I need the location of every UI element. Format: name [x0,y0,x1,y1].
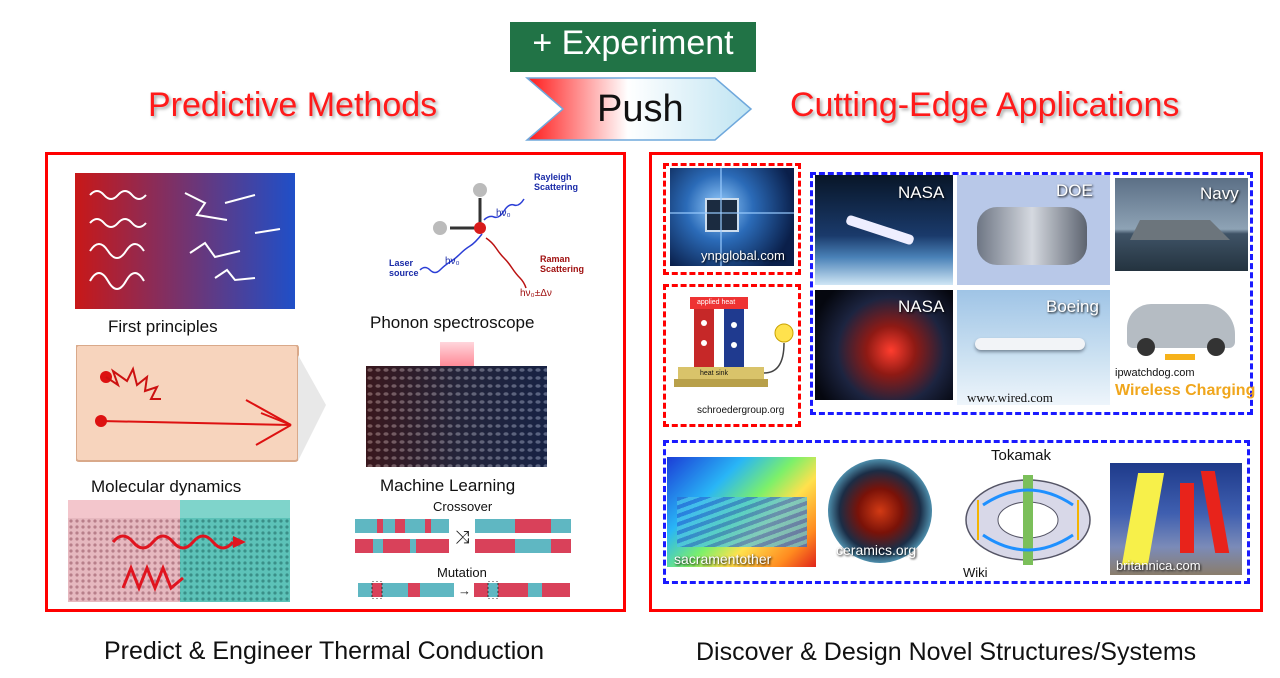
raman-label: Raman Scattering [540,254,585,274]
britannica-label: britannica.com [1116,558,1201,573]
ceramics-image [826,455,946,567]
first-principles-image [75,173,295,309]
laser-source-label: Laser source [389,258,419,278]
svg-text:⤨: ⤨ [455,527,469,548]
ipwatchdog-label: ipwatchdog.com [1115,367,1195,379]
phonon-spectroscope-caption: Phonon spectroscope [370,313,535,332]
schroedergroup-label: schroedergroup.org [697,405,785,416]
left-title: Predictive Methods [148,86,438,124]
molecular-dynamics-caption: Molecular dynamics [91,477,242,496]
electronics-group [663,163,801,275]
experiment-badge [510,22,756,72]
navy-label: Navy [1200,184,1239,203]
tokamak-label: Tokamak [991,447,1052,464]
applications-panel [649,152,1263,612]
machine-learning-image [366,366,547,467]
lattice-heat-image [68,500,290,602]
machine-learning-caption: Machine Learning [380,476,516,495]
doe-turbine-image [957,175,1110,285]
wireless-charging-label: Wireless Charging [1115,382,1256,399]
hv0-label-a: hν₀ [496,208,511,219]
boeing-aircraft-image [957,290,1110,405]
push-arrow [525,77,753,141]
nasa-label-2: NASA [898,297,945,316]
wired-label: www.wired.com [967,390,1053,405]
mutation-image: → [358,581,570,599]
heat-sink-label: heat sink [700,370,729,377]
sacramentother-label: sacramentother [674,551,772,567]
ml-projector [440,342,474,366]
mutation-caption: Mutation [437,565,487,580]
rayleigh-label: Rayleigh Scattering [534,172,579,192]
chip-image [670,168,794,266]
nasa-label-1: NASA [898,183,945,202]
doe-label: DOE [1056,181,1093,200]
ynpglobal-label: ynpglobal.com [701,248,785,263]
nasa-engine-image [815,290,953,400]
thermoelectric-image [674,297,794,387]
climate-image [1110,463,1242,575]
boeing-label: Boeing [1046,297,1099,316]
footer-left-caption: Predict & Engineer Thermal Conduction [104,637,545,665]
applied-heat-label: applied heat [697,299,736,306]
experiment-label: + Experiment [532,24,734,62]
ceramics-label: ceramics.org [836,542,917,558]
hv0-label-b: hν₀ [445,256,460,267]
phonon-spectroscope-image [419,183,527,289]
right-title: Cutting-Edge Applications [790,86,1180,124]
thermal-house-image [667,457,816,567]
wiki-label: Wiki [963,565,988,580]
push-label: Push [597,88,684,130]
tokamak-image [965,475,1091,565]
predictive-methods-panel [45,152,626,612]
energy-systems-group [663,440,1250,584]
nasa-aircraft-image [815,175,953,285]
crossover-caption: Crossover [433,499,493,514]
ev-car-image [1115,290,1248,370]
svg-text:→: → [458,583,471,598]
footer-right-caption: Discover & Design Novel Structures/Syste… [696,638,1197,666]
crossover-image: ⤨ [355,519,571,553]
molecular-dynamics-image [76,345,326,462]
thermoelectric-group [663,284,801,427]
first-principles-caption: First principles [108,317,218,336]
navy-ship-image [1115,178,1248,271]
hv-shift-label: hν₀±Δν [520,288,552,299]
aerospace-group [810,172,1253,415]
